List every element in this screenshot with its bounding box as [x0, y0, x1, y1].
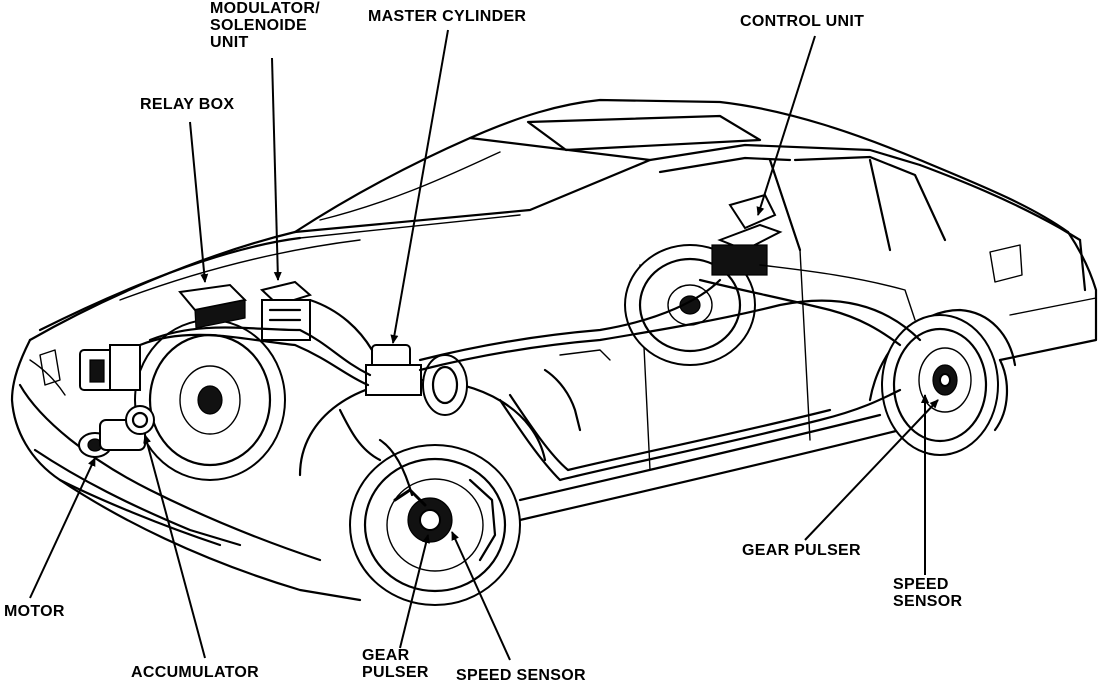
relay-box-label: RELAY BOX [140, 96, 235, 113]
control-unit-label: CONTROL UNIT [740, 13, 865, 30]
modulator-label-line-2: SOLENOIDE [210, 17, 307, 34]
modulator-solenoid-unit-label: MODULATOR/ SOLENOIDE UNIT [210, 0, 320, 51]
motor-label: MOTOR [4, 603, 65, 620]
modulator-label-line-1: MODULATOR/ [210, 0, 320, 17]
speed-sensor-rear-line-2: SENSOR [893, 593, 963, 610]
leader-lines [29, 29, 939, 661]
speed-sensor-rear-line-1: SPEED [893, 576, 949, 593]
brake-lines [138, 264, 922, 497]
front-right-wheel [349, 444, 521, 606]
gear-pulser-rear-label: GEAR PULSER [742, 542, 861, 559]
front-left-wheel [134, 319, 286, 481]
speed-sensor-front-label: SPEED SENSOR [456, 667, 586, 684]
speed-sensor-rear-label: SPEED SENSOR [893, 576, 962, 610]
engine-bay-components [78, 193, 783, 458]
gear-pulser-front-label: GEAR PULSER [362, 647, 429, 681]
accumulator-label: ACCUMULATOR [131, 664, 260, 681]
rear-right-wheel [881, 314, 999, 456]
gear-pulser-front-line-1: GEAR [362, 647, 410, 664]
car-body [10, 98, 1098, 602]
modulator-label-line-3: UNIT [210, 34, 249, 51]
master-cylinder-label: MASTER CYLINDER [368, 8, 527, 25]
gear-pulser-front-line-2: PULSER [362, 664, 429, 681]
